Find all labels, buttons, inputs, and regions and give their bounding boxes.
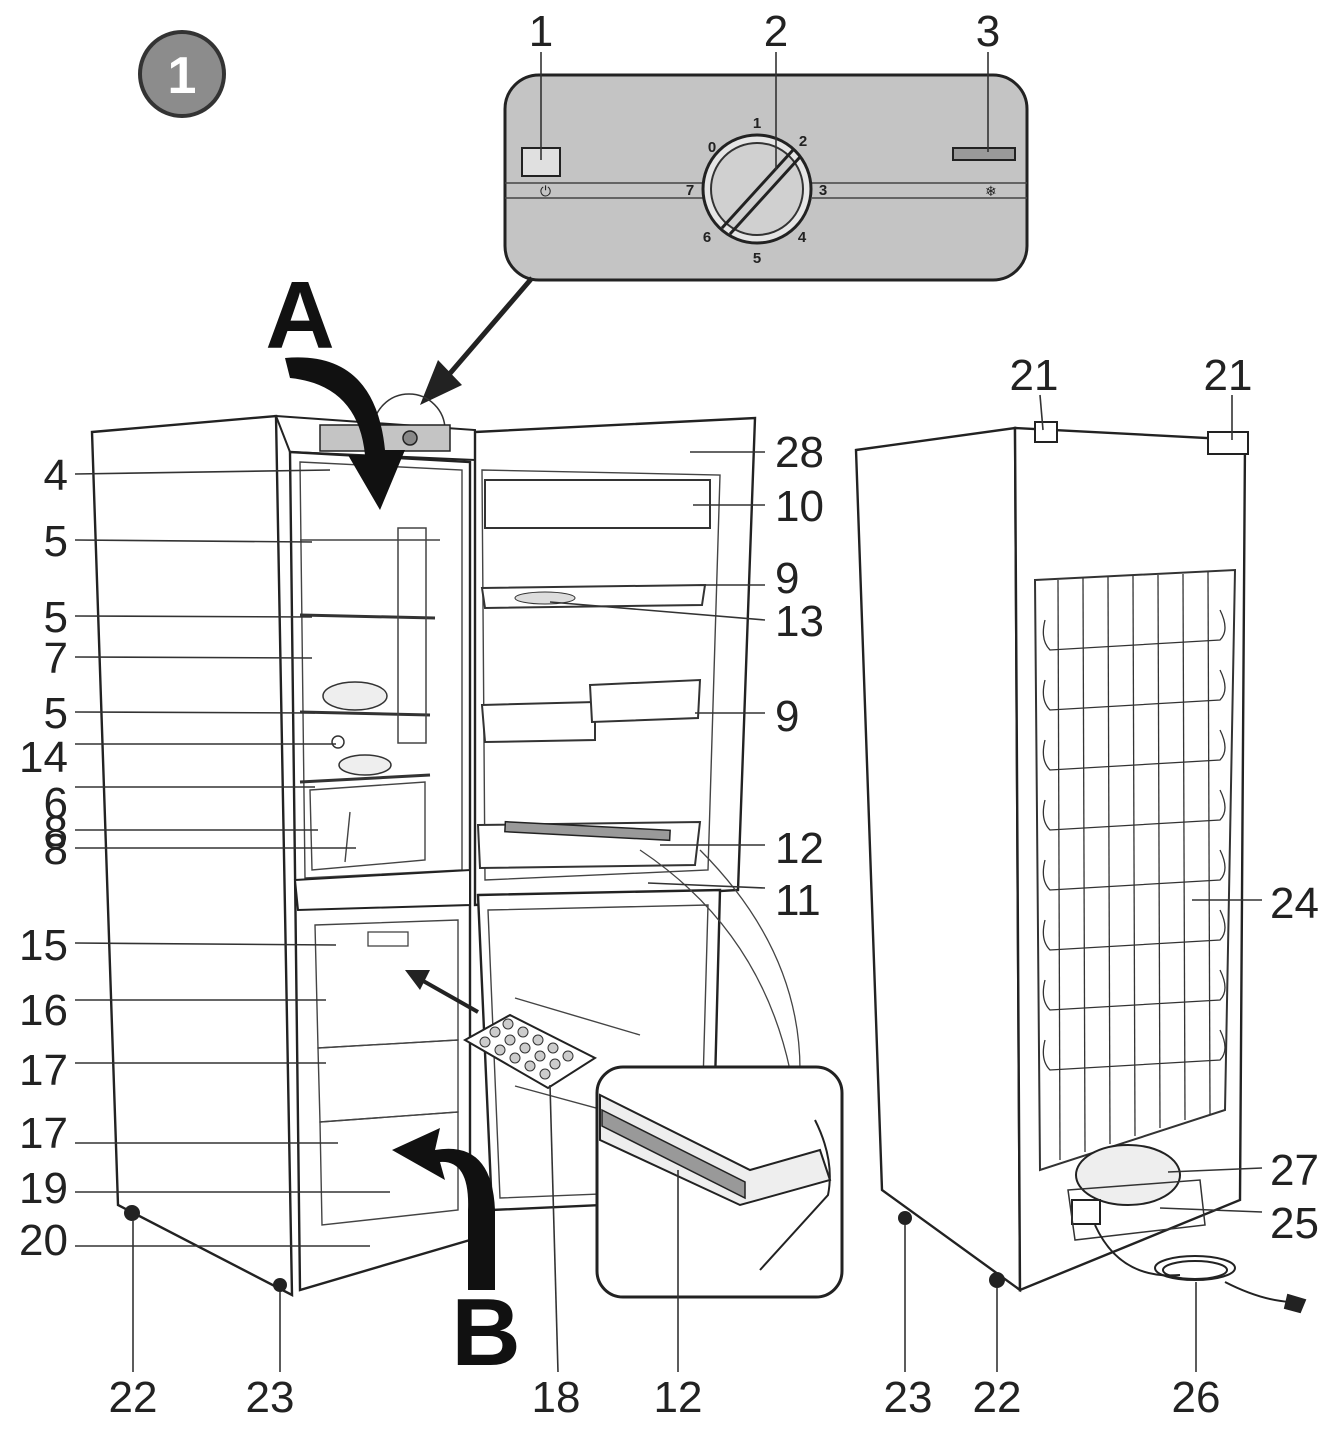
callout-1: 1 [529,7,553,56]
callout-24: 24 [1270,879,1319,928]
dial-number: 0 [708,139,716,156]
dial-number: 1 [753,115,761,132]
callout-14: 14 [19,733,68,782]
callout-16: 16 [19,986,68,1035]
callout-10: 10 [775,482,824,531]
callout-25: 25 [1270,1199,1319,1248]
callout-5: 5 [44,593,68,642]
dial-number: 4 [798,229,807,246]
callout-6: 6 [44,779,68,828]
compressor [1067,1144,1206,1241]
callouts-bottom: 22 23 18 12 23 22 26 [109,1084,1221,1422]
callout-8: 8 [44,807,68,856]
thermostat-dial[interactable] [701,133,813,245]
dial-number: 6 [703,229,711,246]
control-panel: ⏻ ❄ 0 1 2 3 4 5 6 7 1 2 3 [503,7,1029,282]
callout-27: 27 [1270,1146,1319,1195]
callout-17: 17 [19,1046,68,1095]
callout-13: 13 [775,597,824,646]
dial-number: 5 [753,250,761,267]
callout-17: 17 [19,1109,68,1158]
figure-badge: 1 [138,30,226,118]
callout-12: 12 [775,824,824,873]
arrow-a: A [265,262,405,510]
callout-28: 28 [775,428,824,477]
callouts-left: 4 5 5 7 5 14 6 8 8 15 16 17 17 19 20 [19,451,390,1265]
arrow-b: B [392,1128,521,1386]
callout-21: 21 [1204,351,1253,400]
callout-20: 20 [19,1216,68,1265]
callout-21: 21 [1010,351,1059,400]
callout-2: 2 [764,7,788,56]
callout-8: 8 [44,825,68,874]
callout-23: 23 [246,1373,295,1422]
callout-9: 9 [775,554,799,603]
callout-9: 9 [775,692,799,741]
callout-5: 5 [44,689,68,738]
condenser-coil [1033,568,1237,1172]
label-b: B [451,1279,520,1386]
callout-4: 4 [44,451,68,500]
open-fridge [90,414,476,1297]
callout-5: 5 [44,517,68,566]
detail-zoom [595,849,844,1299]
callouts-rear: 21 21 24 27 25 [1010,351,1319,1248]
callout-23: 23 [884,1373,933,1422]
dial-number: 3 [819,182,827,199]
dial-scale: 0 1 2 3 4 5 6 7 [686,115,827,267]
callout-26: 26 [1172,1373,1221,1422]
callout-11: 11 [775,876,821,925]
callout-3: 3 [976,7,1000,56]
callout-7: 7 [44,634,68,683]
rear-fridge [854,421,1307,1314]
fridge-door [473,416,757,1212]
figure-number: 1 [168,47,197,105]
callout-22: 22 [109,1373,158,1422]
ice-cube-tray [405,970,598,1090]
callout-19: 19 [19,1164,68,1213]
callout-15: 15 [19,921,68,970]
panel-display-strip [952,147,1016,161]
callouts-door: 28 10 9 13 9 12 11 [549,428,824,925]
power-symbol: ⏻ [540,184,551,200]
label-a: A [265,262,334,369]
callout-12: 12 [654,1373,703,1422]
dial-number: 2 [799,133,807,150]
dial-number: 7 [686,182,694,199]
power-cord [1094,1224,1307,1314]
callout-22: 22 [973,1373,1022,1422]
callout-18: 18 [532,1373,581,1422]
freeze-symbol: ❄ [985,184,997,200]
